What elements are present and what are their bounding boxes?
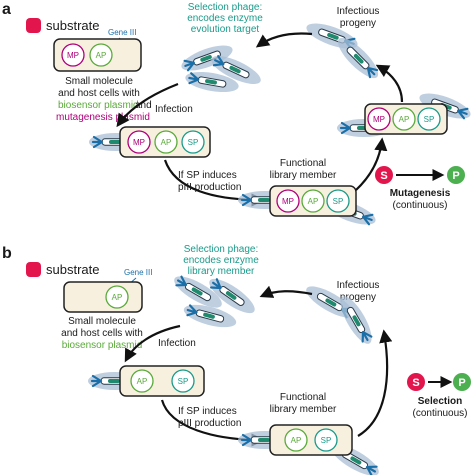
p-icon	[447, 166, 465, 184]
svg-text:AP: AP	[161, 138, 172, 147]
svg-text:MP: MP	[133, 138, 145, 147]
svg-text:encodes enzyme: encodes enzyme	[187, 13, 263, 24]
s-icon	[407, 373, 425, 391]
panel-b: b substrate Gene III AP Small molecule a…	[2, 244, 471, 475]
svg-text:AP: AP	[308, 197, 319, 206]
and-text: and	[135, 100, 152, 111]
svg-text:(continuous): (continuous)	[392, 200, 447, 211]
host-cell	[63, 281, 143, 313]
ap-plasmid	[89, 43, 113, 67]
svg-text:AP: AP	[96, 51, 107, 60]
svg-text:AP: AP	[137, 377, 148, 386]
biosensor-text: biosensor plasmid	[58, 100, 139, 111]
svg-text:Functional: Functional	[280, 392, 326, 403]
svg-text:Selection phage:: Selection phage:	[188, 2, 263, 13]
svg-text:Infection: Infection	[158, 338, 196, 349]
svg-text:pIII production: pIII production	[178, 182, 241, 193]
svg-text:evolution target: evolution target	[191, 24, 260, 35]
svg-text:S: S	[380, 170, 387, 182]
functional-cell	[269, 424, 353, 456]
s-icon	[375, 166, 393, 184]
svg-text:(continuous): (continuous)	[412, 408, 467, 419]
svg-text:SP: SP	[424, 115, 435, 124]
infection-arrow	[116, 82, 179, 128]
arrow-progeny-to-phage	[255, 32, 313, 48]
svg-text:biosensor plasmid: biosensor plasmid	[62, 340, 143, 351]
gene-iii-label: Gene III	[108, 28, 136, 37]
svg-text:progeny: progeny	[340, 18, 376, 29]
ap-plasmid	[105, 285, 129, 309]
infection-label: Infection	[155, 104, 193, 115]
panel-b-letter: b	[2, 245, 12, 262]
svg-text:library member: library member	[270, 404, 337, 415]
panel-a-letter: a	[2, 1, 11, 18]
svg-text:encodes enzyme: encodes enzyme	[183, 255, 259, 266]
svg-text:P: P	[458, 377, 465, 389]
svg-text:MP: MP	[373, 115, 385, 124]
svg-text:SP: SP	[178, 377, 189, 386]
svg-text:Infectious: Infectious	[337, 6, 380, 17]
svg-text:library member: library member	[188, 266, 255, 277]
panel-a: a substrate Gene III MP AP Small molecul…	[2, 1, 474, 231]
host-text-1: Small molecule	[65, 76, 133, 87]
substrate-icon	[26, 262, 41, 277]
svg-text:and host cells with: and host cells with	[61, 328, 143, 339]
svg-text:AP: AP	[112, 293, 123, 302]
svg-text:Selection phage:: Selection phage:	[184, 244, 259, 255]
substrate-label: substrate	[46, 18, 99, 33]
svg-text:MP: MP	[67, 51, 79, 60]
svg-text:Infectious: Infectious	[337, 280, 380, 291]
svg-text:pIII production: pIII production	[178, 418, 241, 429]
svg-text:P: P	[452, 170, 459, 182]
svg-text:Small molecule: Small molecule	[68, 316, 136, 327]
svg-text:SP: SP	[333, 197, 344, 206]
svg-text:Selection: Selection	[418, 396, 462, 407]
svg-text:S: S	[412, 377, 419, 389]
svg-text:Functional: Functional	[280, 158, 326, 169]
svg-text:SP: SP	[188, 138, 199, 147]
svg-text:AP: AP	[291, 436, 302, 445]
svg-text:progeny: progeny	[340, 292, 376, 303]
substrate-icon	[26, 18, 41, 33]
svg-text:Gene III: Gene III	[124, 268, 152, 277]
svg-text:substrate: substrate	[46, 262, 99, 277]
svg-text:library member: library member	[270, 170, 337, 181]
progeny-phage	[331, 31, 385, 85]
svg-text:MP: MP	[282, 197, 294, 206]
svg-text:AP: AP	[399, 115, 410, 124]
svg-text:SP: SP	[321, 436, 332, 445]
mutagenesis-text: mutagenesis plasmid	[56, 112, 150, 123]
svg-text:If SP induces: If SP induces	[178, 170, 237, 181]
svg-text:If SP induces: If SP induces	[178, 406, 237, 417]
host-text-2: and host cells with	[58, 88, 140, 99]
mp-plasmid	[61, 43, 85, 67]
process-label: Mutagenesis	[390, 188, 451, 199]
p-icon	[453, 373, 471, 391]
